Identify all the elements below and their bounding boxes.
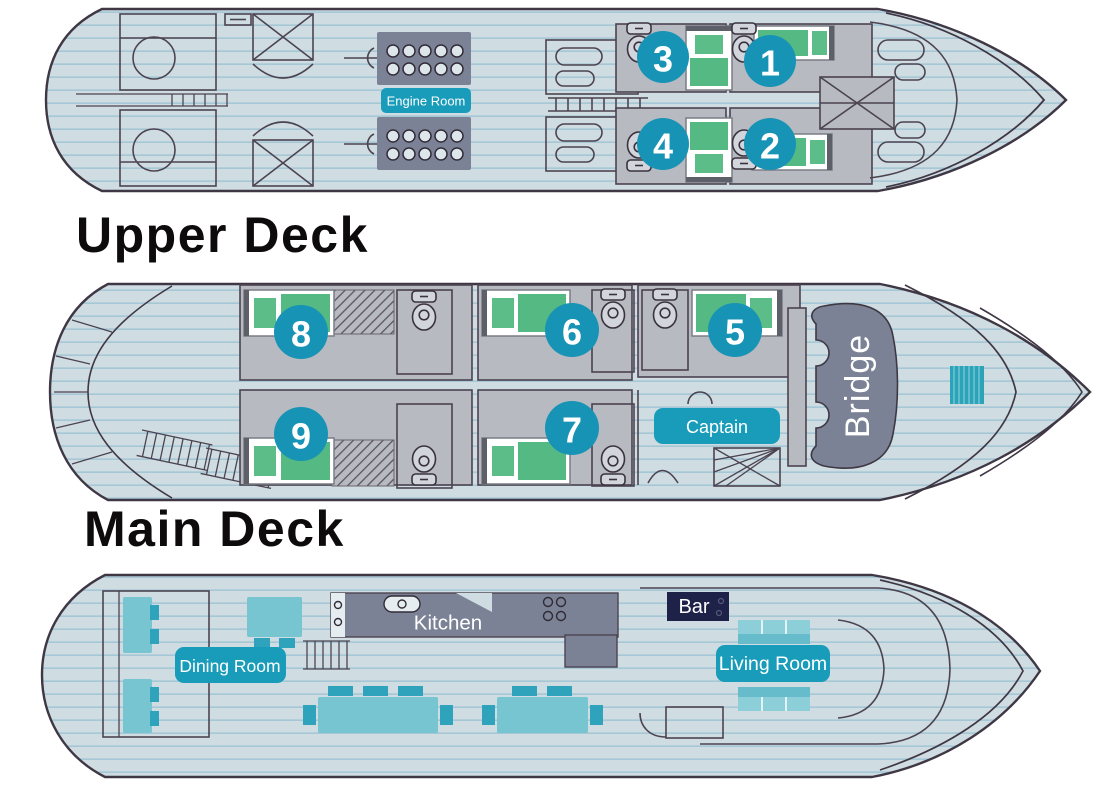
aft-ladder — [136, 429, 213, 472]
lower-midship-steps — [76, 93, 228, 107]
sofa — [738, 620, 810, 644]
svg-text:2: 2 — [760, 126, 780, 167]
engine-block — [377, 32, 471, 85]
upper-deck-title: Upper Deck — [76, 207, 369, 263]
bow-inner-line — [885, 12, 1046, 188]
long-table — [497, 697, 588, 733]
toilet-icon — [652, 288, 678, 329]
cabin-badge-1: 1 — [744, 35, 796, 87]
svg-text:9: 9 — [291, 416, 311, 457]
main-deck-title: Main Deck — [84, 501, 345, 557]
saloon-tables — [303, 686, 603, 733]
stove-burners — [542, 596, 567, 622]
bridge-label-text: Bridge — [839, 334, 877, 438]
midship-ladder — [303, 640, 350, 670]
foredeck-curve — [904, 284, 1017, 500]
main-deck-plan: Dining Room Kitchen — [40, 573, 1042, 779]
bow-berths-outline — [869, 21, 958, 179]
sofa — [738, 687, 810, 711]
cabin-badge-7: 7 — [545, 401, 599, 455]
svg-text:5: 5 — [725, 312, 745, 353]
lower-deck-plan: Engine Room — [44, 7, 1068, 193]
dining-table — [247, 597, 302, 637]
upper-deck-plan: Captain Bridge 8 6 5 9 7 — [48, 282, 1092, 502]
shower-closet-outline — [252, 13, 314, 187]
kitchen-label-text: Kitchen — [414, 612, 482, 635]
engine-block — [377, 117, 471, 170]
svg-text:8: 8 — [291, 314, 311, 355]
kitchen: Kitchen — [330, 592, 619, 668]
engine-room-label — [381, 88, 471, 113]
bow-inner-line — [879, 579, 1024, 771]
engine-room: Engine Room — [344, 32, 471, 170]
living-room-label-text: Living Room — [719, 653, 827, 675]
living-room: Living Room — [716, 620, 830, 711]
toilet-icon — [600, 445, 626, 486]
dining-side-table — [123, 679, 152, 733]
cabin-badge-5: 5 — [708, 303, 762, 357]
toilet-icon — [411, 445, 437, 486]
cabin-badge-2: 2 — [744, 118, 796, 170]
svg-text:7: 7 — [562, 410, 582, 451]
cabin7-bed — [481, 437, 571, 485]
hatched-area — [331, 289, 395, 335]
captain-area: Captain — [637, 390, 781, 487]
dining-side-table — [123, 597, 152, 653]
crew-berths-outline — [545, 39, 648, 172]
bow-inner-line — [979, 307, 1083, 477]
captain-label-text: Captain — [686, 417, 748, 437]
dining-room-label — [175, 647, 286, 683]
deckhouse-walls — [639, 587, 951, 745]
bow-sunpad — [950, 366, 984, 404]
toilet-icon — [600, 288, 626, 329]
bar: Bar — [667, 592, 729, 621]
storage-cross — [819, 76, 895, 130]
kitchen-sink — [383, 595, 421, 613]
stern-staterooms-outline — [119, 13, 252, 187]
cabin-badge-8: 8 — [274, 305, 328, 359]
dining-room-label-text: Dining Room — [179, 656, 280, 676]
toilet-icon — [411, 290, 437, 331]
engine-room-label-text: Engine Room — [387, 94, 466, 109]
svg-text:1: 1 — [760, 43, 780, 84]
bar-label-text: Bar — [678, 596, 709, 618]
svg-text:6: 6 — [562, 312, 582, 353]
dining-area: Dining Room — [102, 590, 302, 738]
cabin3-bed — [685, 25, 733, 91]
captain-label — [654, 408, 780, 444]
svg-text:4: 4 — [653, 126, 673, 167]
cabin-badge-6: 6 — [545, 303, 599, 357]
cabin4-bed — [685, 117, 733, 183]
cabin-badge-4: 4 — [637, 118, 689, 170]
svg-text:3: 3 — [653, 39, 673, 80]
long-table — [318, 697, 438, 733]
bridge: Bridge — [810, 302, 899, 469]
hatched-area — [331, 439, 395, 487]
living-room-label — [716, 645, 830, 682]
cabin-badge-9: 9 — [274, 407, 328, 461]
cabin-badge-3: 3 — [637, 31, 689, 83]
